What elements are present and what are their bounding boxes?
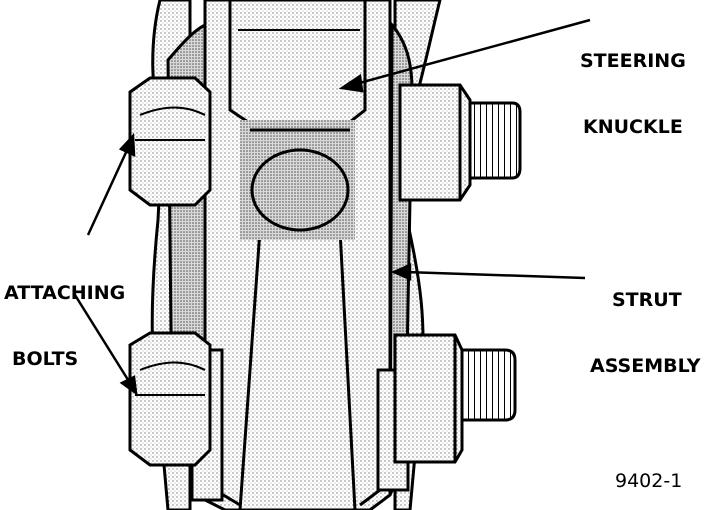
right-upper-nut bbox=[398, 83, 472, 202]
leader-steering-knuckle bbox=[338, 18, 591, 93]
steering-knuckle-body bbox=[190, 0, 410, 510]
attaching-bolts-label-line2: BOLTS bbox=[12, 348, 79, 370]
knuckle-bore bbox=[250, 148, 350, 232]
leader-strut-assembly bbox=[390, 263, 586, 281]
right-lower-nut bbox=[393, 333, 464, 464]
attaching-bolts-label: ATTACHING BOLTS bbox=[4, 238, 125, 414]
steering-knuckle-label: STEERING KNUCKLE bbox=[580, 6, 686, 182]
attaching-bolts-label-line1: ATTACHING bbox=[4, 282, 126, 304]
strut-assembly-label-line2: ASSEMBLY bbox=[590, 355, 701, 377]
leader-attaching-bolts-lower bbox=[73, 294, 138, 396]
strut-assembly-label: STRUT ASSEMBLY bbox=[590, 245, 701, 421]
left-upper-bolt-head bbox=[128, 76, 212, 207]
steering-knuckle-label-line2: KNUCKLE bbox=[583, 116, 683, 138]
leader-attaching-bolts-upper bbox=[86, 132, 136, 236]
figure-number: 9402-1 bbox=[615, 470, 683, 492]
steering-knuckle-label-line1: STEERING bbox=[580, 50, 686, 72]
strut-assembly-label-line1: STRUT bbox=[612, 289, 682, 311]
left-lower-bolt-head bbox=[128, 331, 212, 467]
lower-bolt-thread bbox=[460, 348, 517, 422]
upper-bolt-thread bbox=[468, 101, 522, 180]
